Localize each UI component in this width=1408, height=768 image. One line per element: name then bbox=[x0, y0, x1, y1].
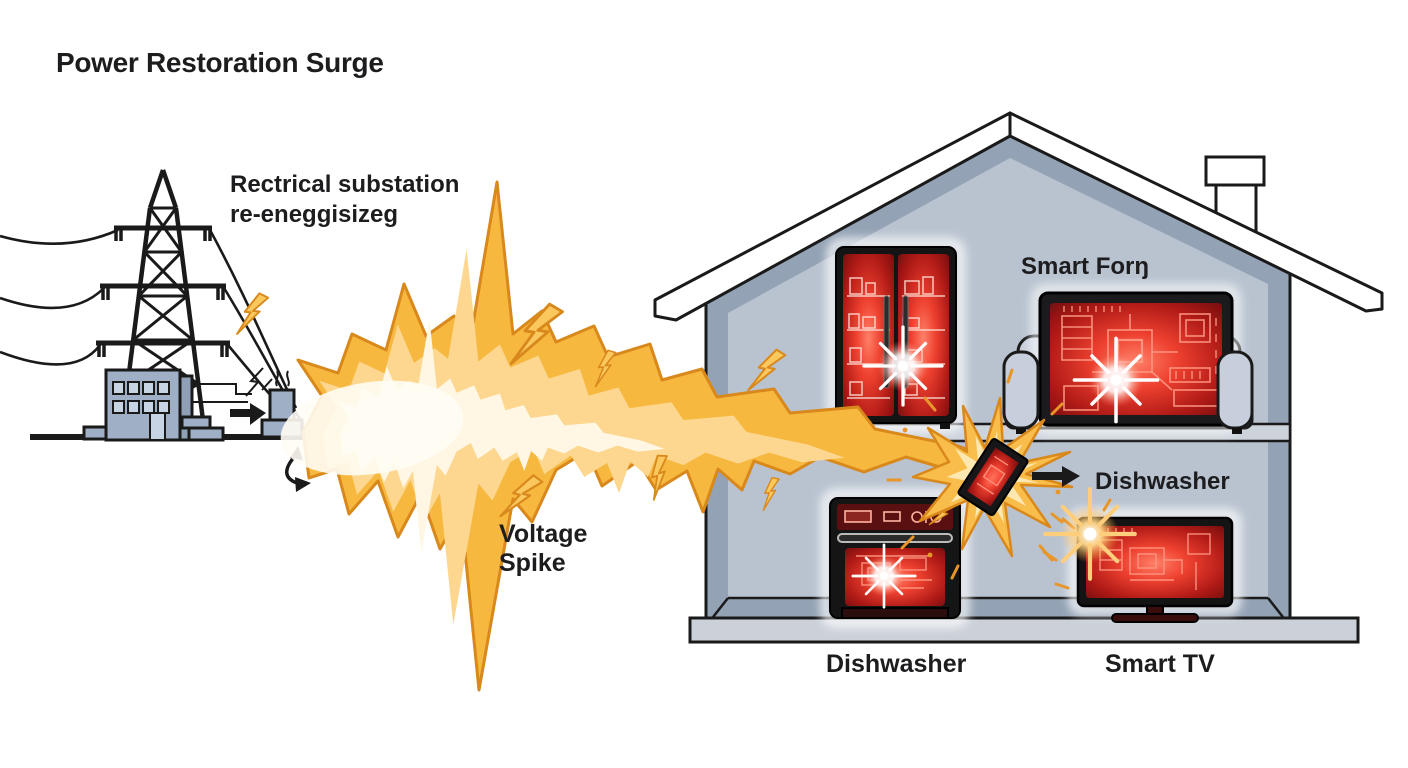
line-spark-icon bbox=[245, 367, 264, 397]
smart-sofa-label: Smart Forŋ bbox=[1021, 253, 1150, 280]
page-title: Power Restoration Surge bbox=[56, 47, 384, 78]
roof-left bbox=[653, 111, 1012, 322]
roof-right bbox=[1008, 111, 1384, 313]
oven-controls bbox=[844, 510, 942, 523]
arrow-right-icon bbox=[230, 403, 266, 425]
circuit-panel-icon bbox=[1032, 285, 1240, 433]
insulator-icons bbox=[97, 228, 229, 357]
dishwasher-pointer-label: Dishwasher bbox=[1095, 468, 1230, 495]
substation-building-icon bbox=[82, 368, 225, 442]
smoke-icon bbox=[275, 370, 290, 387]
circuit-board-icon bbox=[957, 438, 1029, 516]
smart-tv-label: Smart TV bbox=[1105, 650, 1215, 678]
oven-icon bbox=[821, 489, 969, 627]
damage-starburst-icon bbox=[886, 368, 1076, 580]
sofa-icon bbox=[1002, 285, 1254, 434]
tv-spark bbox=[1042, 489, 1135, 590]
feeder-lines bbox=[192, 367, 273, 403]
arrow-right-icon bbox=[1032, 466, 1080, 487]
refrigerator-icon bbox=[827, 238, 965, 432]
base-slab bbox=[688, 616, 1360, 644]
dishwasher-label: Dishwasher bbox=[826, 650, 967, 678]
lightning-bolt-icon bbox=[236, 291, 270, 337]
